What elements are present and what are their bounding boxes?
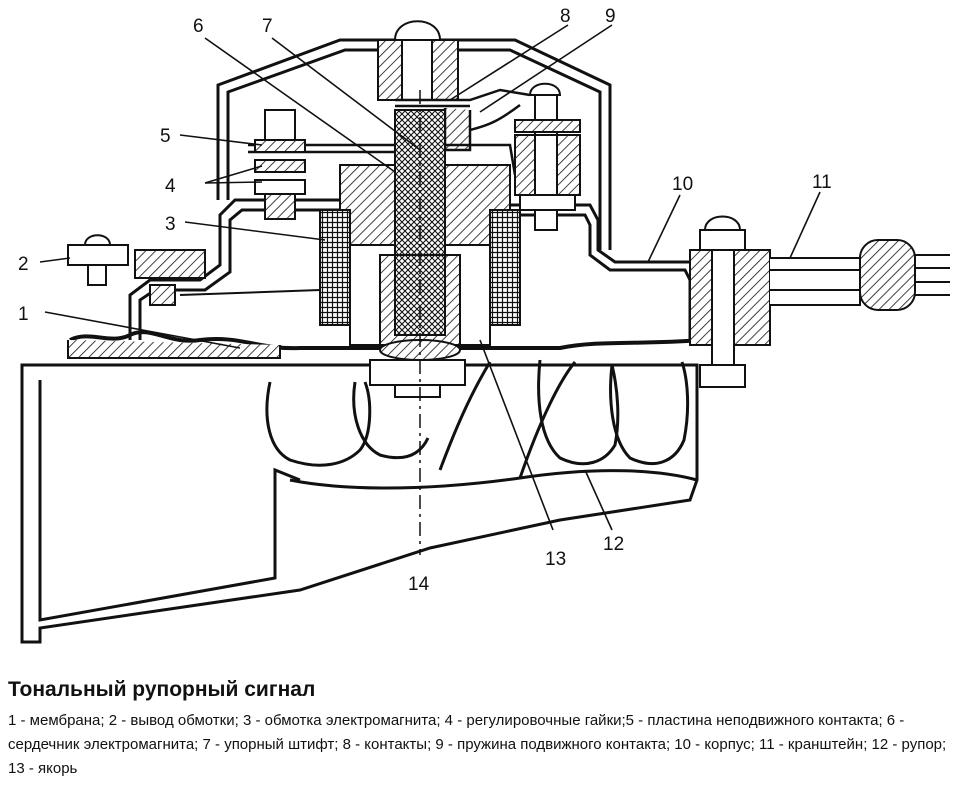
membrane xyxy=(69,330,701,351)
callout-1: 1 xyxy=(18,304,29,325)
right-stud xyxy=(514,82,581,231)
callout-labels: 1 2 3 4 5 6 7 8 9 10 11 12 13 14 xyxy=(18,6,832,595)
armature xyxy=(369,339,466,398)
callout-5: 5 xyxy=(160,126,171,147)
bracket xyxy=(689,215,950,388)
callout-8: 8 xyxy=(560,6,571,27)
callout-9: 9 xyxy=(605,6,616,27)
callout-12: 12 xyxy=(603,534,624,555)
leader-lines xyxy=(39,24,821,531)
caption: Тональный рупорный сигнал 1 - мембрана; … xyxy=(8,677,963,781)
callout-10: 10 xyxy=(672,174,693,195)
contact-assembly xyxy=(248,88,531,176)
caption-legend: 1 - мембрана; 2 - вывод обмотки; 3 - обм… xyxy=(8,712,947,777)
electromagnet xyxy=(319,109,521,346)
membrane-clamp xyxy=(67,340,281,359)
callout-14: 14 xyxy=(408,574,430,595)
horn-body xyxy=(20,359,699,644)
callout-6: 6 xyxy=(193,16,204,37)
caption-title: Тональный рупорный сигнал xyxy=(8,678,316,701)
callout-3: 3 xyxy=(165,214,176,235)
callout-13: 13 xyxy=(545,549,566,570)
winding-terminal xyxy=(67,234,321,306)
callout-4: 4 xyxy=(165,176,176,197)
callout-11: 11 xyxy=(812,172,832,193)
top-terminal xyxy=(377,20,459,101)
horn-signal-diagram: 1 2 3 4 5 6 7 8 9 10 11 12 13 14 xyxy=(18,6,950,644)
callout-7: 7 xyxy=(262,16,273,37)
callout-2: 2 xyxy=(18,254,29,275)
adjusting-nuts xyxy=(254,109,306,220)
